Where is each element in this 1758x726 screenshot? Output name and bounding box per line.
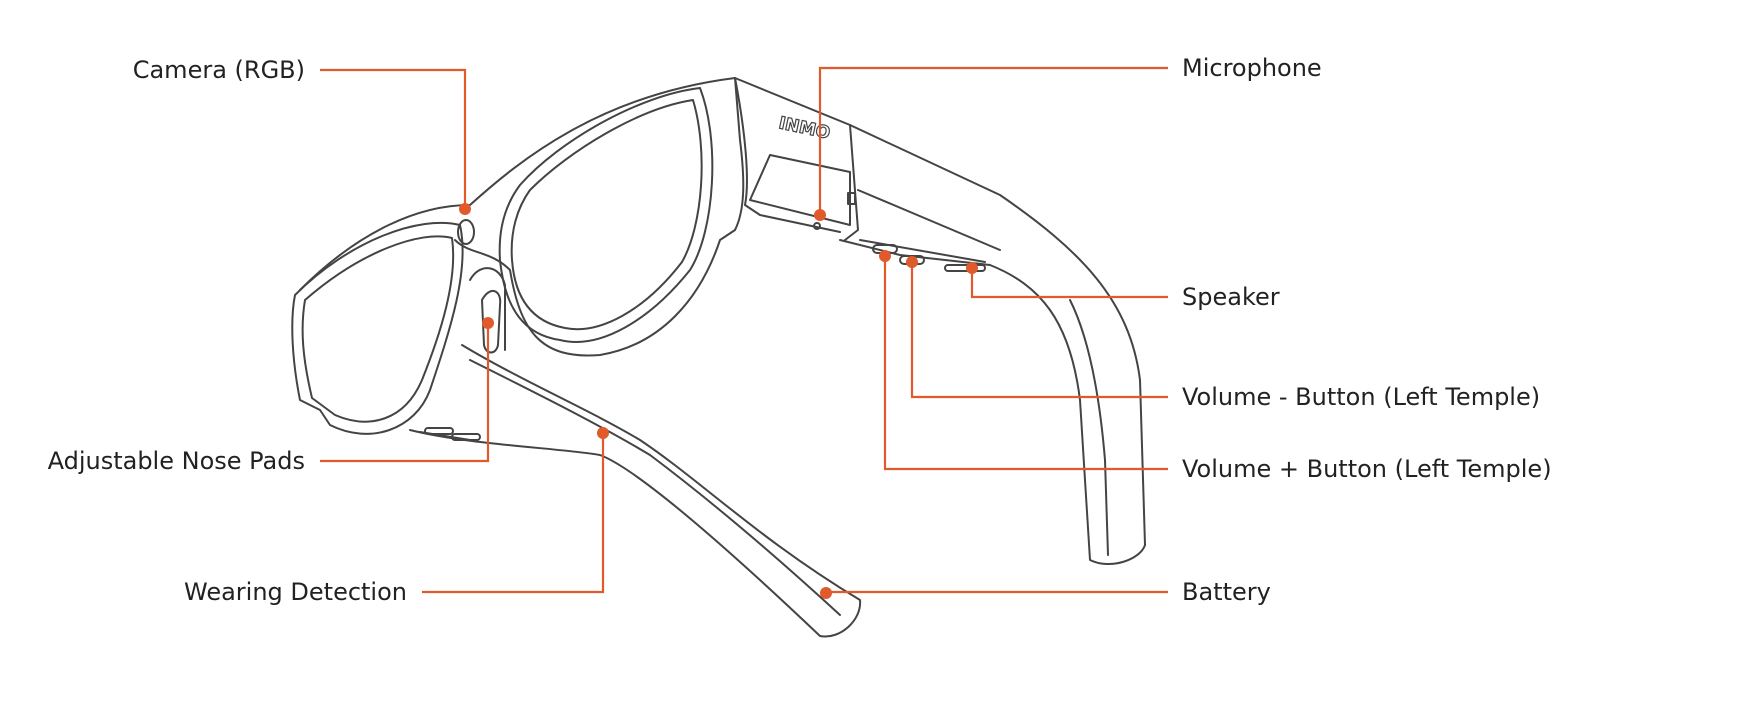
battery-dot — [820, 587, 832, 599]
wearing-detection-dot — [597, 427, 609, 439]
volume-minus-dot — [906, 256, 918, 268]
left-lens — [291, 221, 464, 435]
label-speaker: Speaker — [1182, 283, 1280, 311]
frame-top — [299, 77, 1146, 565]
microphone-dot — [814, 209, 826, 221]
volume-plus-dot — [879, 250, 891, 262]
camera-lens — [457, 219, 475, 245]
label-camera: Camera (RGB) — [132, 56, 305, 84]
nose-pad — [481, 290, 502, 354]
camera-dot — [459, 203, 471, 215]
brand-logo: INMO — [777, 113, 832, 143]
label-volume-minus: Volume - Button (Left Temple) — [1182, 383, 1541, 411]
right-lens — [498, 87, 714, 343]
label-wearing-detection: Wearing Detection — [184, 578, 407, 606]
label-volume-plus: Volume + Button (Left Temple) — [1182, 455, 1552, 483]
callout-lines — [320, 66, 1168, 594]
left-temple — [409, 344, 862, 638]
label-microphone: Microphone — [1182, 54, 1322, 82]
speaker-dot — [966, 262, 978, 274]
label-battery: Battery — [1182, 578, 1271, 606]
nose-pads-dot — [482, 317, 494, 329]
label-nose-pads: Adjustable Nose Pads — [47, 447, 305, 475]
